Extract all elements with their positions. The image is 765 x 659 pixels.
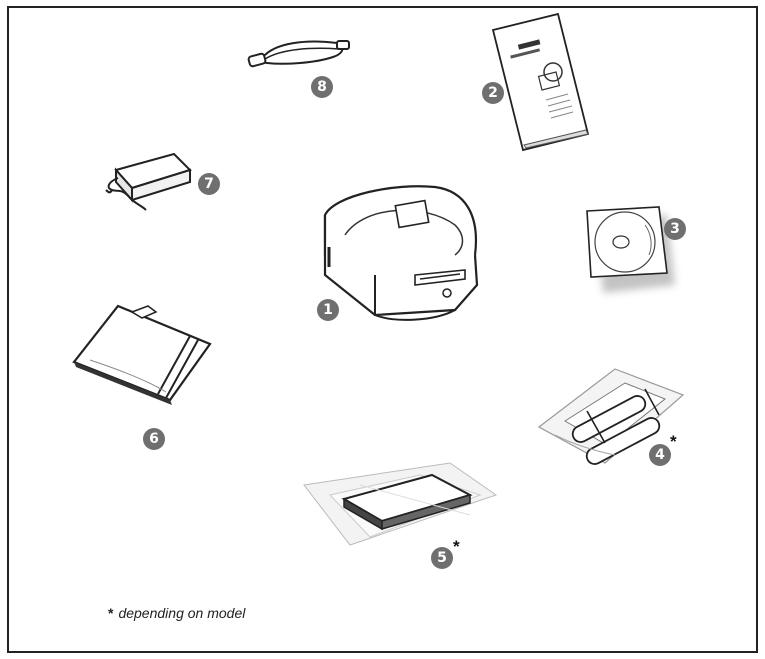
power-cord-illustration xyxy=(247,40,350,68)
paper-pack-illustration xyxy=(303,462,498,546)
item-4-asterisk: * xyxy=(670,432,677,451)
paper-tray-illustration xyxy=(72,304,212,405)
footnote-text: depending on model xyxy=(118,605,246,621)
item-5-asterisk: * xyxy=(453,537,460,556)
footnote: *depending on model xyxy=(108,605,245,621)
printer-illustration xyxy=(323,185,479,321)
item-6-badge: 6 xyxy=(143,428,165,450)
item-7-badge: 7 xyxy=(198,173,220,195)
item-2-badge: 2 xyxy=(482,82,504,104)
item-5-badge: 5 xyxy=(431,547,453,569)
user-manual-illustration xyxy=(491,12,590,152)
item-8-badge: 8 xyxy=(311,76,333,98)
footnote-symbol: * xyxy=(108,605,114,621)
cd-rom-illustration xyxy=(586,206,675,293)
item-4-badge: 4 xyxy=(649,444,671,466)
ink-cartridge-illustration xyxy=(537,368,685,465)
item-3-badge: 3 xyxy=(664,218,686,240)
item-1-badge: 1 xyxy=(317,299,339,321)
power-adapter-illustration xyxy=(105,152,192,211)
